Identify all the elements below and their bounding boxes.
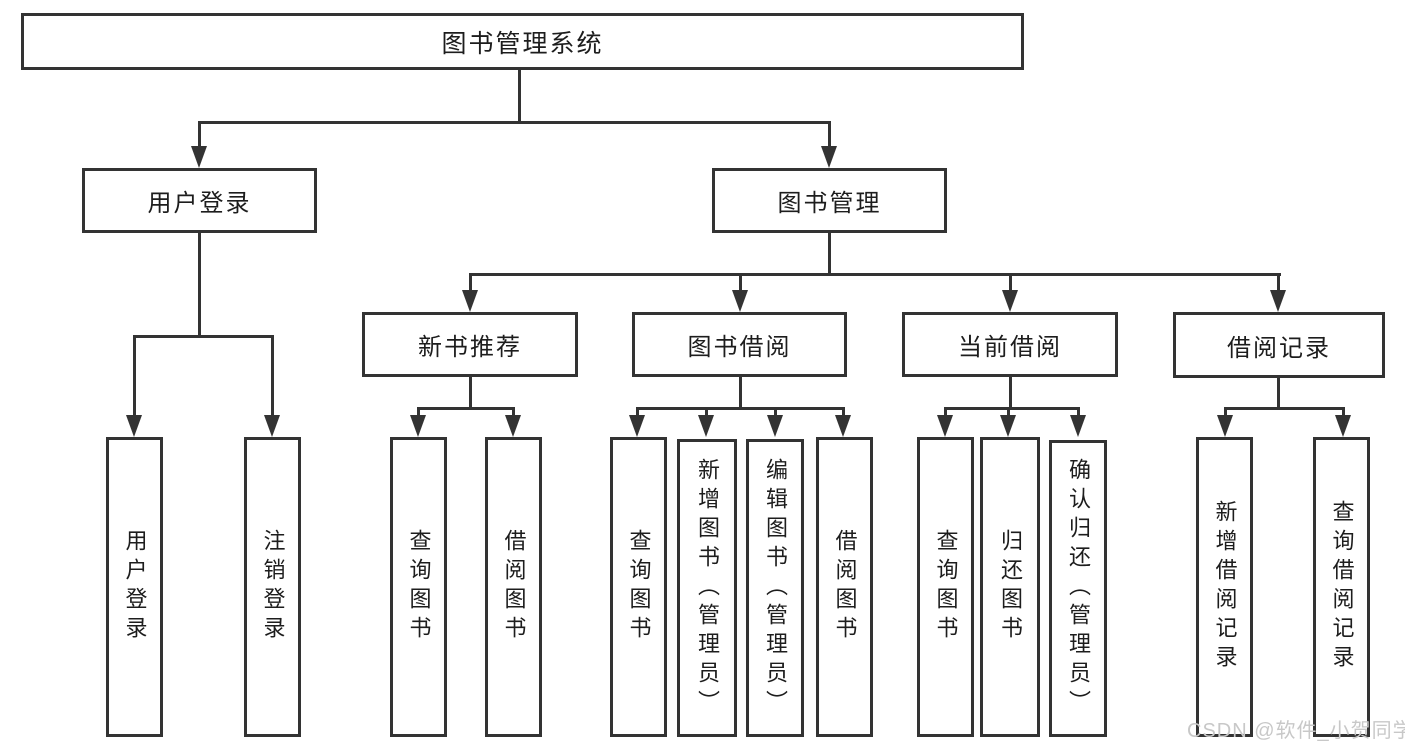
connector-line: [842, 407, 845, 415]
connector-line: [518, 68, 521, 121]
arrow-down-icon: [1217, 415, 1233, 437]
node-leaf-current-return-book: 归还图书: [980, 437, 1040, 737]
connector-line: [1342, 407, 1345, 415]
arrow-down-icon: [835, 415, 851, 437]
connector-line: [705, 407, 708, 415]
connector-line: [739, 273, 742, 290]
node-leaf-current-confirm-return-admin: 确认归还（管理员）: [1049, 440, 1107, 737]
node-leaf-recommend-query-book: 查询图书: [390, 437, 447, 737]
arrow-down-icon: [698, 415, 714, 437]
connector-line: [271, 335, 274, 415]
arrow-down-icon: [126, 415, 142, 437]
node-book-borrowing: 图书借阅: [632, 312, 847, 377]
connector-line: [636, 407, 639, 415]
arrow-down-icon: [191, 146, 207, 168]
connector-line: [512, 407, 515, 415]
connector-line: [469, 273, 1281, 276]
connector-line: [1224, 407, 1345, 410]
arrow-down-icon: [629, 415, 645, 437]
connector-line: [944, 407, 947, 415]
arrow-down-icon: [937, 415, 953, 437]
connector-line: [1009, 377, 1012, 407]
connector-line: [1009, 273, 1012, 290]
arrow-down-icon: [1070, 415, 1086, 437]
connector-line: [1007, 407, 1010, 415]
node-leaf-add-borrow-record: 新增借阅记录: [1196, 437, 1253, 737]
node-library-management-system: 图书管理系统: [21, 13, 1024, 70]
connector-line: [828, 233, 831, 273]
node-leaf-current-query-book: 查询图书: [917, 437, 974, 737]
arrow-down-icon: [462, 290, 478, 312]
connector-line: [1077, 407, 1080, 415]
connector-line: [739, 377, 742, 407]
node-borrowing-records: 借阅记录: [1173, 312, 1385, 378]
node-user-login: 用户登录: [82, 168, 317, 233]
connector-line: [1224, 407, 1227, 415]
connector-line: [1277, 378, 1280, 407]
arrow-down-icon: [1000, 415, 1016, 437]
arrow-down-icon: [264, 415, 280, 437]
watermark: CSDN @软件_小贺同学: [1187, 720, 1405, 742]
arrow-down-icon: [732, 290, 748, 312]
connector-line: [828, 121, 831, 146]
node-book-management: 图书管理: [712, 168, 947, 233]
connector-line: [133, 335, 274, 338]
arrow-down-icon: [1002, 290, 1018, 312]
node-leaf-borrowing-edit-book-admin: 编辑图书（管理员）: [746, 439, 804, 737]
node-leaf-user-login: 用户登录: [106, 437, 163, 737]
connector-line: [133, 335, 136, 415]
node-new-book-recommendation: 新书推荐: [362, 312, 578, 377]
arrow-down-icon: [1335, 415, 1351, 437]
node-leaf-borrowing-add-book-admin: 新增图书（管理员）: [677, 439, 737, 737]
arrow-down-icon: [1270, 290, 1286, 312]
connector-line: [417, 407, 515, 410]
connector-line: [469, 273, 472, 290]
connector-line: [417, 407, 420, 415]
node-leaf-query-borrow-record: 查询借阅记录: [1313, 437, 1370, 737]
connector-line: [636, 407, 845, 410]
connector-line: [1277, 273, 1280, 290]
node-leaf-borrowing-borrow-book: 借阅图书: [816, 437, 873, 737]
arrow-down-icon: [767, 415, 783, 437]
node-current-borrowing: 当前借阅: [902, 312, 1118, 377]
arrow-down-icon: [505, 415, 521, 437]
arrow-down-icon: [821, 146, 837, 168]
connector-line: [198, 121, 831, 124]
connector-line: [944, 407, 1080, 410]
node-leaf-borrowing-query-book: 查询图书: [610, 437, 667, 737]
connector-line: [469, 377, 472, 407]
connector-line: [774, 407, 777, 415]
connector-line: [198, 121, 201, 146]
connector-line: [198, 233, 201, 335]
node-leaf-logout: 注销登录: [244, 437, 301, 737]
node-leaf-recommend-borrow-book: 借阅图书: [485, 437, 542, 737]
arrow-down-icon: [410, 415, 426, 437]
